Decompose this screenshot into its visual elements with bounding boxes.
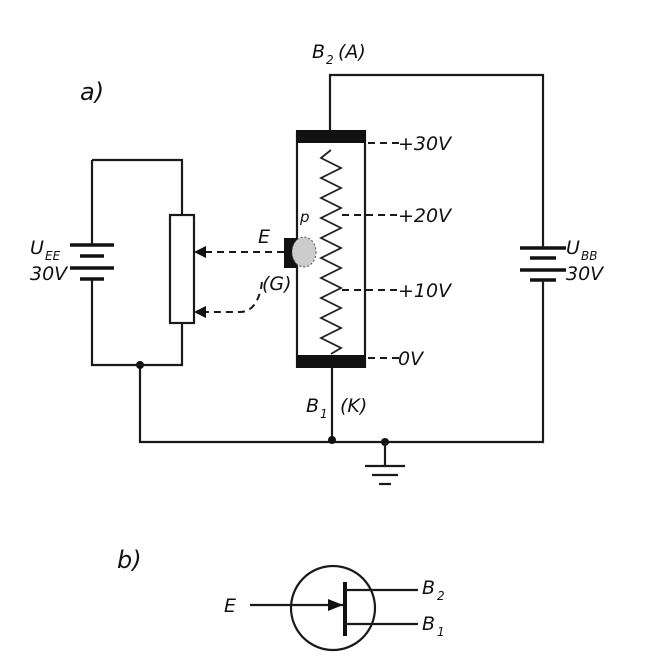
ujt-symbol [250, 564, 418, 652]
wire-left-bottom [90, 280, 184, 367]
emitter-label: E [258, 226, 270, 248]
part-a-label: a) [80, 78, 104, 106]
ubb-sub: BB [581, 249, 597, 263]
potentiometer [168, 213, 196, 325]
uee-battery [70, 240, 114, 281]
wire-left-top [92, 158, 184, 215]
voltage-10: +10V [398, 280, 453, 302]
voltage-30: +30V [398, 133, 453, 155]
ujt-bar [295, 130, 367, 368]
ubb-value: 30V [566, 263, 605, 285]
b1-main: B [306, 395, 319, 417]
b1-sub: 1 [320, 407, 328, 421]
b2-suffix: (A) [338, 41, 366, 63]
wire-b2-to-ubb [328, 73, 545, 240]
ubb-main: U [566, 237, 580, 259]
ground-symbol [365, 442, 405, 486]
b2-sub: 2 [326, 53, 334, 67]
b-b1-sub: 1 [437, 625, 445, 639]
wire-ground-return [138, 300, 545, 444]
ubb-battery [520, 240, 566, 300]
voltage-0: 0V [398, 348, 425, 370]
b1-suffix: (K) [340, 395, 367, 417]
wiper-lower [202, 281, 263, 313]
p-region [291, 236, 317, 268]
p-label: p [299, 208, 310, 226]
b-b1-main: B [422, 613, 435, 635]
b2-main: B [312, 41, 325, 63]
voltage-20: +20V [398, 205, 453, 227]
uee-value: 30V [30, 263, 69, 285]
part-b-label: b) [117, 546, 142, 574]
b-b2-sub: 2 [437, 589, 445, 603]
b-b2-main: B [422, 577, 435, 599]
gate-label: (G) [262, 273, 292, 295]
uee-sub: EE [45, 249, 61, 263]
uee-main: U [30, 237, 44, 259]
b-emitter-label: E [224, 595, 236, 617]
